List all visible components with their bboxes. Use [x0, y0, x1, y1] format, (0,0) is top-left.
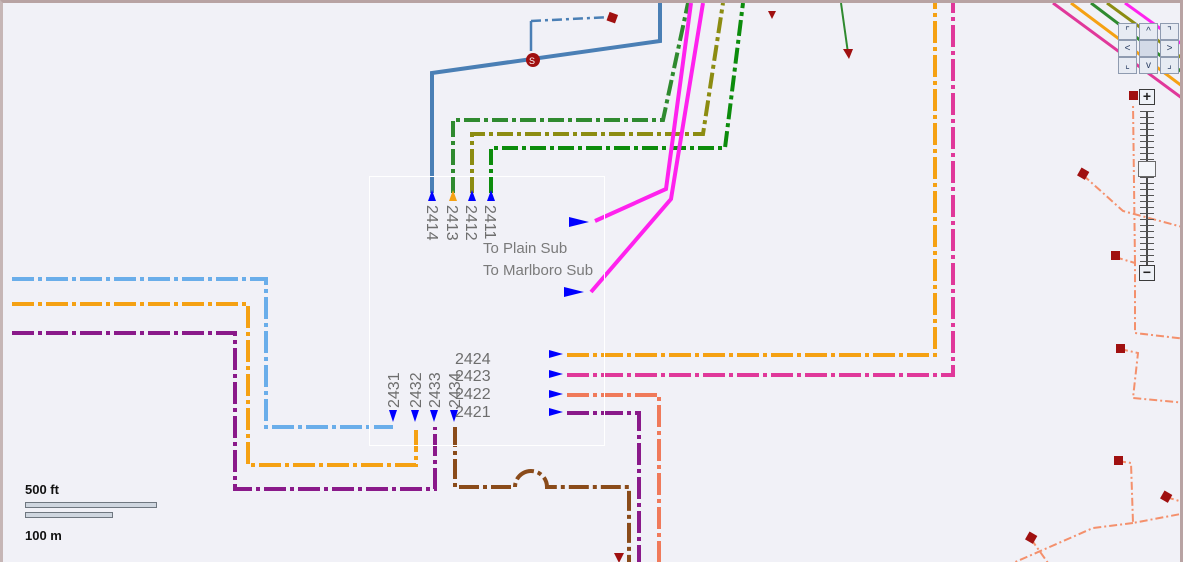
pan-up-left-button[interactable]: ⌜	[1118, 23, 1137, 40]
feeder-line-steelblue-dash	[530, 15, 612, 23]
feeder-line-orange-right	[567, 3, 937, 357]
feeder-line-steelblue	[430, 3, 662, 193]
pan-up-button[interactable]: ^	[1139, 23, 1158, 40]
circuit-label-2433: 2433	[427, 372, 444, 408]
scale-metric-label: 100 m	[25, 528, 62, 543]
pan-right-button[interactable]: >	[1160, 40, 1179, 57]
pan-down-right-button[interactable]: ⌟	[1160, 57, 1179, 74]
circuit-label-2411: 2411	[481, 205, 498, 240]
feeder-line-purple-left	[12, 331, 437, 491]
circuit-label-2423: 2423	[455, 368, 491, 385]
circuit-label-2412: 2412	[462, 205, 479, 241]
circuit-label-2424: 2424	[455, 351, 491, 368]
label-marlboro-sub: To Marlboro Sub	[483, 262, 593, 279]
circuit-label-2431: 2431	[386, 372, 403, 408]
feeder-line-green	[451, 3, 690, 193]
selection-box	[369, 176, 605, 446]
feeder-line-purple-right	[567, 411, 641, 562]
feeder-line-salmon	[567, 393, 661, 562]
device-markers	[526, 11, 1173, 562]
map-navigation: ⌜ ^ ⌝ < > ⌞ v ⌟ + −	[1118, 23, 1180, 293]
generator-icon: S	[529, 56, 535, 66]
zoom-in-button[interactable]: +	[1139, 89, 1155, 105]
pan-down-left-button[interactable]: ⌞	[1118, 57, 1137, 74]
label-layer: To Plain Sub To Marlboro Sub 2414 2413 2…	[386, 205, 593, 421]
feeder-line-magenta-marlboro	[589, 3, 705, 294]
salmon-network	[1012, 102, 1180, 562]
feeder-line-pink	[567, 3, 955, 377]
scale-imperial-bar	[25, 502, 157, 508]
zoom-slider-thumb[interactable]	[1138, 161, 1156, 177]
scale-bar: 500 ft 100 m	[25, 482, 175, 552]
circuit-label-2434: 2434	[447, 372, 464, 408]
feeder-line-orange-left	[12, 302, 418, 467]
pan-down-button[interactable]: v	[1139, 57, 1158, 74]
feeder-line-darkgreen	[489, 3, 745, 193]
zoom-out-button[interactable]: −	[1139, 265, 1155, 281]
feeder-line-magenta-plain	[594, 3, 693, 223]
pan-center-button[interactable]	[1139, 40, 1158, 57]
scale-metric-bar	[25, 512, 113, 518]
circuit-label-2422: 2422	[455, 386, 491, 403]
pan-left-button[interactable]: <	[1118, 40, 1137, 57]
circuit-label-2421: 2421	[455, 404, 491, 421]
pan-up-right-button[interactable]: ⌝	[1160, 23, 1179, 40]
circuit-label-2414: 2414	[423, 205, 440, 241]
zoom-slider-ticks	[1140, 111, 1154, 281]
feeder-line-olive	[470, 3, 725, 193]
scale-imperial-label: 500 ft	[25, 482, 59, 497]
circuit-label-2413: 2413	[443, 205, 460, 241]
feeder-line-lightblue	[12, 277, 393, 429]
circuit-label-2432: 2432	[408, 372, 425, 408]
circuit-arrows	[389, 190, 589, 422]
label-plain-sub: To Plain Sub	[483, 240, 567, 257]
feeder-line-brown	[453, 427, 631, 562]
